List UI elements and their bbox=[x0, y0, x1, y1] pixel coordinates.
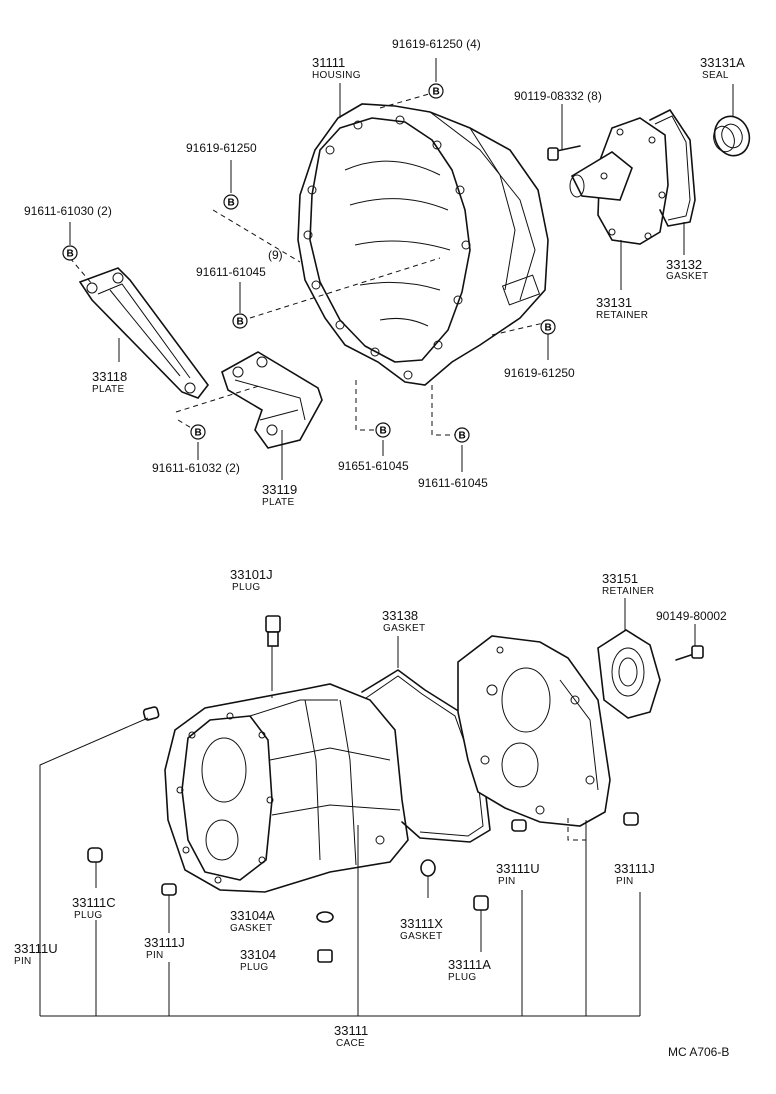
retainer-33151-drawing bbox=[597, 629, 661, 719]
pin-33111j-right-part-number: 33111J bbox=[614, 861, 655, 876]
bolt-90149-part-number: 90149-80002 bbox=[656, 609, 727, 623]
plug-33101j-description: PLUG bbox=[232, 582, 261, 593]
bolt-right-part-number: 91619-61250 bbox=[504, 366, 575, 380]
pin-33111u-left-description: PIN bbox=[14, 956, 32, 967]
plate-33118-drawing bbox=[78, 267, 210, 399]
plug-33111c-description: PLUG bbox=[74, 910, 103, 921]
bolt-bottom-right-part-number: 91611-61045 bbox=[418, 476, 488, 490]
svg-text:B: B bbox=[195, 428, 202, 439]
pin-33111u-right-part-number: 33111U bbox=[496, 861, 540, 876]
case-33111-part-number: 33111 bbox=[334, 1023, 369, 1038]
pin-33111u-left-drawing bbox=[142, 706, 160, 721]
plug-33111a-drawing bbox=[473, 895, 489, 911]
gasket-33138-part-number: 33138 bbox=[382, 608, 419, 623]
bolt-symbol: B bbox=[454, 427, 470, 443]
seal-description: SEAL bbox=[702, 70, 729, 81]
retainer-33131-drawing bbox=[569, 117, 669, 245]
retainer-33151-description: RETAINER bbox=[602, 586, 655, 597]
retainer-33131-description: RETAINER bbox=[596, 310, 649, 321]
seal-33131a-drawing bbox=[713, 115, 751, 157]
gasket-33111x-part-number: 33111X bbox=[400, 916, 443, 931]
plug-33101j-drawing bbox=[265, 615, 281, 647]
bolt-top-part-number: 91619-61250 (4) bbox=[392, 37, 481, 51]
pin-33111j-right-drawing bbox=[623, 812, 639, 826]
pin-33111u-right-drawing bbox=[511, 819, 527, 832]
bolt-symbol: B bbox=[428, 83, 444, 99]
retainer-bolt-part-number: 90119-08332 (8) bbox=[514, 89, 602, 103]
bolt-symbol: B bbox=[232, 313, 248, 329]
clutch-housing-drawing bbox=[297, 103, 549, 386]
bolt-symbol: B bbox=[190, 424, 206, 440]
bolt-90149-drawing bbox=[675, 645, 704, 661]
plate-33118-description: PLATE bbox=[92, 384, 125, 395]
pin-33111j-left-description: PIN bbox=[146, 950, 164, 961]
bolt-symbol: B bbox=[375, 422, 391, 438]
svg-text:B: B bbox=[228, 198, 235, 209]
svg-text:B: B bbox=[433, 87, 440, 98]
pin-33111j-left-part-number: 33111J bbox=[144, 935, 185, 950]
plate-33119-drawing bbox=[221, 351, 323, 449]
bolt-lower-left-part-number: 91611-61032 (2) bbox=[152, 461, 240, 475]
plug-33104-part-number: 33104 bbox=[240, 947, 277, 962]
svg-text:B: B bbox=[459, 431, 466, 442]
svg-text:B: B bbox=[237, 317, 244, 328]
pin-33111j-right-description: PIN bbox=[616, 876, 634, 887]
gasket-33132-description: GASKET bbox=[666, 271, 709, 282]
bolt-symbol: B bbox=[62, 245, 78, 261]
plug-33111c-drawing bbox=[87, 847, 103, 863]
transmission-case-drawing bbox=[164, 683, 409, 893]
bolt-bottom-center-part-number: 91651-61045 bbox=[338, 459, 409, 473]
gasket-33132-drawing bbox=[649, 109, 696, 227]
plug-33104-description: PLUG bbox=[240, 962, 269, 973]
gasket-33104a-drawing bbox=[316, 911, 334, 923]
plug-33104-drawing bbox=[317, 949, 333, 963]
plate-33118-part-number: 33118 bbox=[92, 369, 128, 384]
gasket-33104a-part-number: 33104A bbox=[230, 908, 275, 923]
pin-33111u-right-description: PIN bbox=[498, 876, 516, 887]
gasket-33111x-drawing bbox=[420, 859, 436, 877]
housing-description: HOUSING bbox=[312, 70, 361, 81]
plate-33119-part-number: 33119 bbox=[262, 482, 298, 497]
plate-33119-description: PLATE bbox=[262, 497, 295, 508]
retainer-bolt-drawing bbox=[547, 140, 581, 161]
bolt-mid-part-number: 91611-61045 bbox=[196, 265, 266, 279]
plug-33111c-part-number: 33111C bbox=[72, 895, 116, 910]
plug-33101j-part-number: 33101J bbox=[230, 567, 273, 582]
gasket-33104a-description: GASKET bbox=[230, 923, 273, 934]
retainer-33151-part-number: 33151 bbox=[602, 571, 639, 586]
pin-33111j-left-drawing bbox=[161, 883, 177, 896]
pin-33111u-left-part-number: 33111U bbox=[14, 941, 58, 956]
retainer-33131-part-number: 33131 bbox=[596, 295, 633, 310]
plate-bolt-part-number: 91611-61030 (2) bbox=[24, 204, 112, 218]
extension-housing-drawing bbox=[457, 635, 611, 827]
diagram-code: MC A706-B bbox=[668, 1045, 730, 1059]
housing-part-number: 31111 bbox=[312, 55, 346, 70]
bolt-symbol: B bbox=[540, 319, 556, 335]
gasket-33132-part-number: 33132 bbox=[666, 257, 703, 272]
svg-text:B: B bbox=[380, 426, 387, 437]
bolt-symbol: B bbox=[223, 194, 239, 210]
housing-bolt-quantity: (9) bbox=[268, 248, 283, 262]
bolt-left-upper-part-number: 91619-61250 bbox=[186, 141, 257, 155]
svg-text:B: B bbox=[545, 323, 552, 334]
case-33111-description: CACE bbox=[336, 1038, 365, 1049]
gasket-33138-description: GASKET bbox=[383, 623, 426, 634]
plug-33111a-description: PLUG bbox=[448, 972, 477, 983]
svg-text:B: B bbox=[67, 249, 74, 260]
plug-33111a-part-number: 33111A bbox=[448, 957, 491, 972]
gasket-33111x-description: GASKET bbox=[400, 931, 443, 942]
seal-part-number: 33131A bbox=[700, 55, 745, 70]
